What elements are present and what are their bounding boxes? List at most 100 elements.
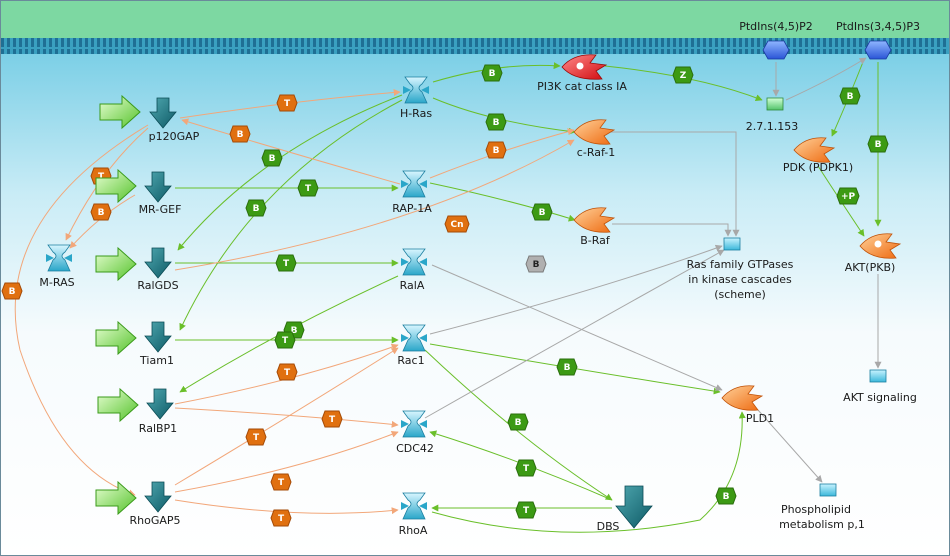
badge-label: B (9, 287, 16, 297)
node-label: p120GAP (149, 130, 200, 143)
node-braf[interactable]: B-Raf (573, 207, 615, 247)
node-label: MR-GEF (139, 203, 182, 216)
badge-label: B (269, 154, 276, 164)
node-label: RalBP1 (139, 422, 177, 435)
edge-rhogap5-loop (14, 124, 149, 497)
edge-rhogap5-cdc42 (174, 431, 399, 493)
badge-label: B (875, 140, 882, 150)
node-label: RhoGAP5 (129, 514, 180, 527)
node-rasfam[interactable]: Ras family GTPases in kinase cascades (s… (687, 237, 794, 301)
node-pdk[interactable]: PDK (PDPK1) (783, 137, 853, 174)
edge-ralbp1-cdc42 (174, 407, 399, 428)
node-mras[interactable]: M-RAS (39, 244, 75, 289)
badge-label: B (539, 208, 546, 218)
badge-label: T (329, 415, 336, 425)
badge-label: T (282, 336, 289, 346)
edge-craf-rasfam (610, 131, 740, 237)
badge-label: T (523, 506, 530, 516)
active-site-dot (576, 62, 584, 70)
edge-rac1-rasfam (429, 244, 723, 335)
badge-label: Cn (450, 220, 463, 230)
edge-braf-rasfam (612, 223, 732, 237)
node-cdc42[interactable]: CDC42 (396, 410, 434, 455)
node-label: RalGDS (137, 279, 178, 292)
badge-label: T (98, 172, 105, 182)
node-label: Ras family GTPases (687, 258, 794, 271)
node-rhogap5[interactable]: RhoGAP5 (129, 481, 181, 527)
badge-label: B (533, 260, 540, 270)
node-label: CDC42 (396, 442, 434, 455)
node-label: 2.7.1.153 (746, 120, 798, 133)
edge-rac1-dbs (424, 349, 613, 501)
badge-z: Z (672, 66, 694, 84)
badge-label: B (237, 130, 244, 140)
badge-label: T (284, 99, 291, 109)
node-label: AKT(PKB) (845, 261, 896, 274)
badge-label: T (284, 368, 291, 378)
badge-label: B (723, 492, 730, 502)
edge-rala-pld1 (431, 264, 723, 391)
node-ec[interactable]: 2.7.1.153 (746, 97, 798, 133)
active-site-dot (874, 240, 882, 248)
node-mrgef[interactable]: MR-GEF (139, 171, 182, 216)
badge-binding: B B B B B B B B B B B (245, 64, 889, 505)
node-hras[interactable]: H-Ras (400, 76, 432, 120)
node-pi3k[interactable]: PI3K cat class IA (537, 54, 627, 93)
node-dbs[interactable]: DBS (597, 485, 653, 533)
badge-label: T (283, 259, 290, 269)
node-ralbp1[interactable]: RalBP1 (139, 388, 177, 435)
edge-rap1a-braf (429, 182, 576, 222)
edge-ralgds-craf (174, 139, 575, 271)
badges: B B B B B B B B B B B T T T T T Z +P T B… (1, 64, 889, 527)
edge-hras-tiam1 (179, 99, 403, 331)
node-label: PtdIns(4,5)P2 (739, 20, 813, 33)
badge-label: B (564, 363, 571, 373)
node-label: c-Raf-1 (577, 146, 615, 159)
node-rap1a[interactable]: RAP-1A (392, 170, 432, 215)
node-tiam1[interactable]: Tiam1 (139, 321, 174, 367)
node-label: PLD1 (746, 412, 774, 425)
node-label: Tiam1 (139, 354, 174, 367)
edge-rac1-pld1 (429, 343, 721, 395)
node-pip3[interactable]: PtdIns(3,4,5)P3 (836, 20, 920, 60)
node-phospho[interactable]: Phospholipid metabolism p,1 (779, 483, 865, 531)
node-label: metabolism p,1 (779, 518, 865, 531)
node-ralgds[interactable]: RalGDS (137, 247, 179, 292)
edge-rhoa-pld1 (431, 411, 746, 533)
node-rala[interactable]: RalA (400, 248, 428, 292)
node-aktsig[interactable]: AKT signaling (843, 369, 917, 404)
node-label: PI3K cat class IA (537, 80, 627, 93)
badge-label: T (305, 184, 312, 194)
badge-label: B (493, 146, 500, 156)
node-label: Rac1 (397, 354, 424, 367)
node-craf[interactable]: c-Raf-1 (573, 119, 615, 159)
badge-transcription-green: T T T T T (274, 179, 537, 519)
node-label: RalA (400, 279, 425, 292)
node-label: PtdIns(3,4,5)P3 (836, 20, 920, 33)
node-label: DBS (597, 520, 620, 533)
badge-label: B (253, 204, 260, 214)
badge-label: +P (841, 192, 856, 202)
badge-label: T (278, 478, 285, 488)
badge-label: B (98, 208, 105, 218)
badge-plus-p: +P (836, 187, 860, 205)
node-pld1[interactable]: PLD1 (721, 385, 774, 425)
node-label: AKT signaling (843, 391, 917, 404)
node-p120gap[interactable]: p120GAP (149, 97, 200, 143)
badge-label: T (278, 514, 285, 524)
badge-gray: B (525, 255, 547, 273)
badge-label: B (489, 69, 496, 79)
node-label: Phospholipid (781, 503, 851, 516)
edge-ec-pip3 (785, 57, 867, 101)
node-label: in kinase cascades (688, 273, 792, 286)
node-pip2[interactable]: PtdIns(4,5)P2 (739, 20, 813, 60)
badge-label: T (523, 464, 530, 474)
node-rac1[interactable]: Rac1 (397, 324, 428, 367)
badge-label: Z (680, 71, 687, 81)
node-akt[interactable]: AKT(PKB) (845, 233, 901, 274)
node-rhoa[interactable]: RhoA (399, 492, 428, 537)
node-label: RAP-1A (392, 202, 432, 215)
